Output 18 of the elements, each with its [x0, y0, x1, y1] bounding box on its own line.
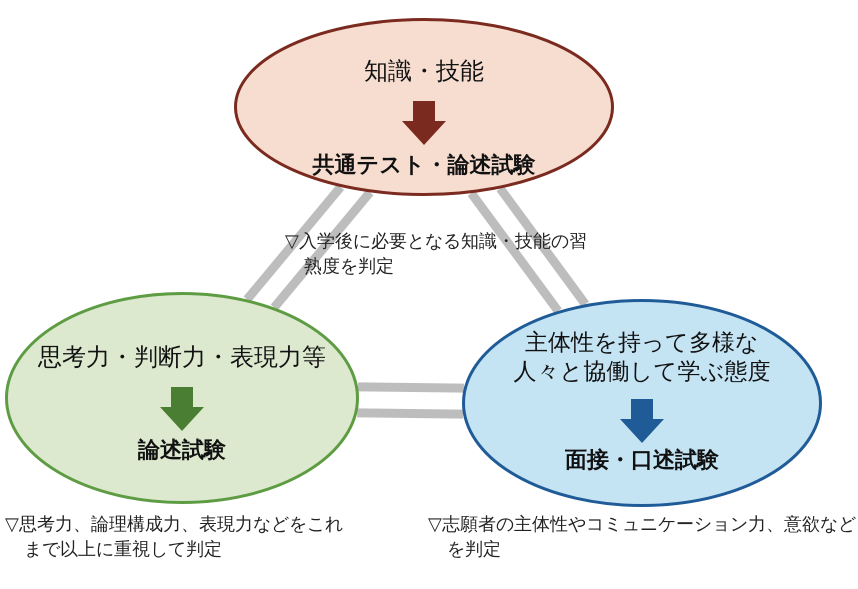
connector-line — [244, 184, 344, 302]
connector-line — [496, 186, 590, 307]
node-heading: 思考力・判断力・表現力等 — [37, 342, 327, 372]
exam-label: 論述試験 — [136, 437, 227, 464]
connector-line — [358, 382, 464, 393]
note-text: ▽思考力、論理構成力、表現力などをこれまで以上に重視して判定 — [5, 513, 344, 562]
connector-line — [357, 408, 464, 419]
ellipse-node — [462, 299, 822, 507]
note-text: ▽入学後に必要となる知識・技能の習熟度を判定 — [285, 230, 588, 280]
node-heading: 主体性を持って多様な人々と協働して学ぶ態度 — [512, 329, 772, 386]
ellipse-node — [5, 292, 359, 504]
connector-line — [270, 189, 374, 310]
node-heading: 知識・技能 — [363, 56, 485, 86]
exam-label: 共通テスト・論述試験 — [312, 152, 536, 180]
exam-label: 面接・口述試験 — [564, 447, 720, 474]
note-text: ▽志願者の主体性やコミュニケーション力、意欲などを判定 — [428, 513, 857, 562]
connector-line — [468, 190, 562, 314]
ellipse-node — [234, 18, 614, 196]
